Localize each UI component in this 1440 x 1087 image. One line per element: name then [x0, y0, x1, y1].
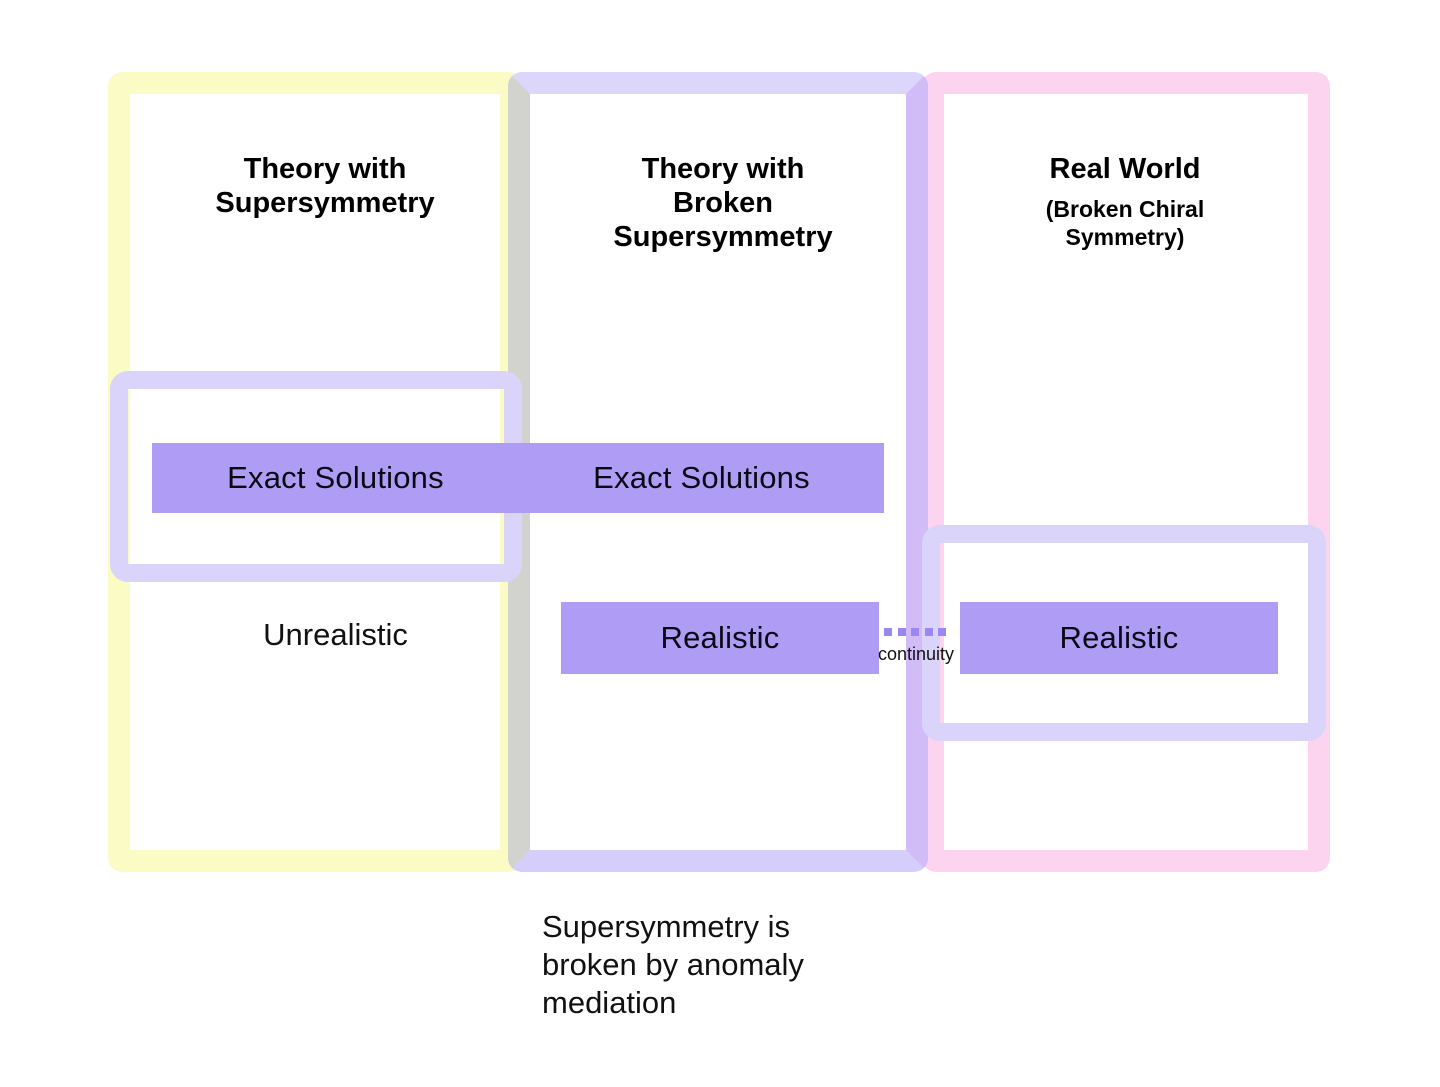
- connector-dot: [911, 628, 919, 636]
- group-outline-exact-solutions: [110, 371, 522, 582]
- cell-exact-solutions-broken-supersymmetry: Exact Solutions: [519, 443, 884, 513]
- cell-realistic-broken-supersymmetry: Realistic: [561, 602, 879, 674]
- cell-exact-solutions-supersymmetry: Exact Solutions: [152, 443, 519, 513]
- connector-dot: [924, 628, 933, 636]
- connector-dot: [938, 628, 946, 636]
- continuity-label: continuity: [877, 644, 955, 664]
- cell-realistic-real-world: Realistic: [960, 602, 1278, 674]
- column-title-theory-with-supersymmetry: Theory with Supersymmetry: [215, 153, 435, 220]
- diagram-caption: Supersymmetry is broken by anomaly media…: [542, 909, 804, 1020]
- column-title-real-world: Real World: [1049, 153, 1201, 185]
- cell-unrealistic-supersymmetry: Unrealistic: [263, 617, 408, 652]
- connector-dot: [884, 628, 892, 636]
- continuity-dotted-connector-icon: [884, 628, 946, 636]
- column-title-theory-with-broken-supersymmetry: Theory with Broken Supersymmetry: [613, 153, 833, 254]
- connector-dot: [897, 628, 906, 636]
- column-subtitle-real-world: (Broken Chiral Symmetry): [1045, 196, 1205, 250]
